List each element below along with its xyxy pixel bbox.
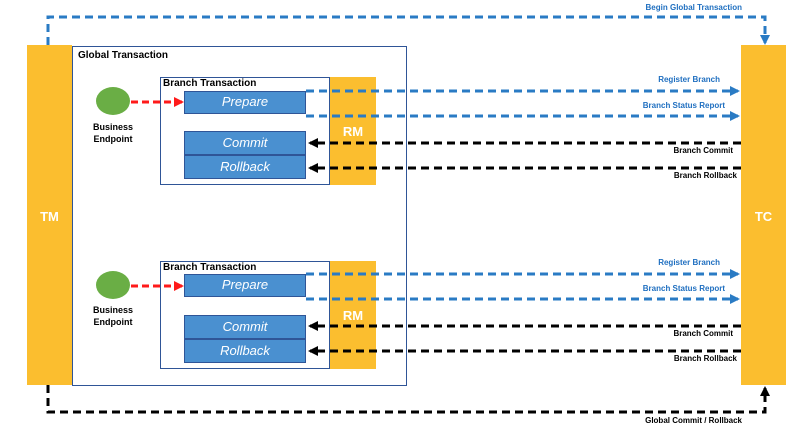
- rollback-label: Rollback: [220, 159, 270, 174]
- tc-label: TC: [754, 209, 773, 224]
- global-transaction-label: Global Transaction: [78, 50, 169, 61]
- branch-transaction-title: Branch Transaction: [163, 262, 257, 273]
- commit-label: Commit: [222, 135, 268, 150]
- business-endpoint-node: [96, 87, 130, 115]
- business-endpoint-node: [96, 271, 130, 299]
- branch-rollback-label: Branch Rollback: [673, 354, 737, 363]
- business-endpoint-label-line2: Endpoint: [93, 134, 133, 144]
- rollback-box: [184, 339, 306, 363]
- prepare-box: [184, 91, 306, 114]
- branch-transaction-title: Branch Transaction: [163, 78, 257, 89]
- business-endpoint-label-line2: Endpoint: [93, 317, 133, 327]
- rollback-label: Rollback: [220, 343, 270, 358]
- branch-commit-label: Branch Commit: [673, 329, 733, 338]
- commit-box: [184, 315, 306, 339]
- global-commit-rollback-arrow: [46, 385, 770, 414]
- global-transaction-box: [72, 46, 407, 386]
- business-endpoint-label-line1: Business: [92, 305, 134, 315]
- branch-transaction-box: [160, 77, 330, 185]
- rm-label: RM: [342, 308, 364, 323]
- begin-global-transaction-label: Begin Global Transaction: [645, 3, 742, 12]
- business-endpoint-label-line1: Business: [92, 122, 134, 132]
- prepare-label: Prepare: [221, 94, 269, 109]
- global-commit-rollback-label: Global Commit / Rollback: [645, 416, 742, 425]
- register-branch-label: Register Branch: [658, 258, 720, 267]
- tm-label: TM: [40, 209, 59, 224]
- branch-transaction-box: [160, 261, 330, 369]
- tm-box: [27, 45, 72, 385]
- register-branch-label: Register Branch: [658, 75, 720, 84]
- prepare-box: [184, 274, 306, 297]
- tc-box: [741, 45, 786, 385]
- rollback-box: [184, 155, 306, 179]
- commit-box: [184, 131, 306, 155]
- branch-commit-label: Branch Commit: [673, 146, 733, 155]
- branch-status-report-label: Branch Status Report: [642, 284, 725, 293]
- commit-label: Commit: [222, 319, 268, 334]
- branch-rollback-label: Branch Rollback: [673, 171, 737, 180]
- begin-global-transaction-arrow: [46, 15, 770, 45]
- prepare-label: Prepare: [221, 277, 269, 292]
- rm-label: RM: [342, 124, 364, 139]
- branch-status-report-label: Branch Status Report: [642, 101, 725, 110]
